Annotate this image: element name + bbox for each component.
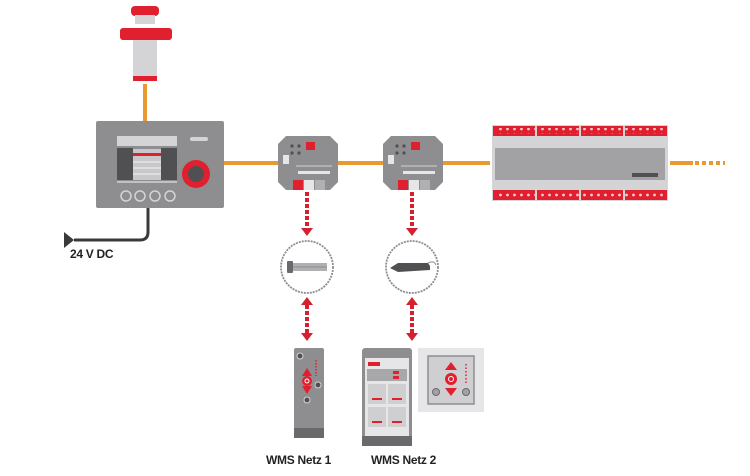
- power-label: 24 V DC: [70, 247, 114, 261]
- arrow-down-icon: [406, 333, 418, 341]
- arrow-down-icon: [406, 228, 418, 236]
- wms-interface-1-icon: [278, 136, 338, 190]
- terminal-row-top: [493, 126, 667, 136]
- arrow-up-icon: [301, 297, 313, 305]
- power-cable: [64, 208, 150, 248]
- arrow-down-icon: [301, 333, 313, 341]
- power-supply-controller-icon: [96, 121, 224, 208]
- bus-lines: [143, 84, 725, 165]
- arrow-down-icon: [301, 228, 313, 236]
- network-label-1: WMS Netz 1: [266, 453, 332, 467]
- arrow-up-icon: [406, 297, 418, 305]
- radio-links: [301, 192, 418, 341]
- wall-transmitter-icon: [418, 348, 484, 412]
- network-label-2: WMS Netz 2: [371, 453, 437, 467]
- motor-tubular-icon: [280, 240, 334, 294]
- motor-linear-icon: [385, 240, 439, 294]
- terminal-row-bottom: [493, 190, 667, 200]
- handheld-remote-icon: [294, 348, 324, 438]
- signal-light-icon: [120, 6, 172, 81]
- smartphone-app-icon: [362, 348, 412, 446]
- wms-interface-2-icon: [383, 136, 443, 190]
- din-rail-actuator-icon: [492, 125, 668, 201]
